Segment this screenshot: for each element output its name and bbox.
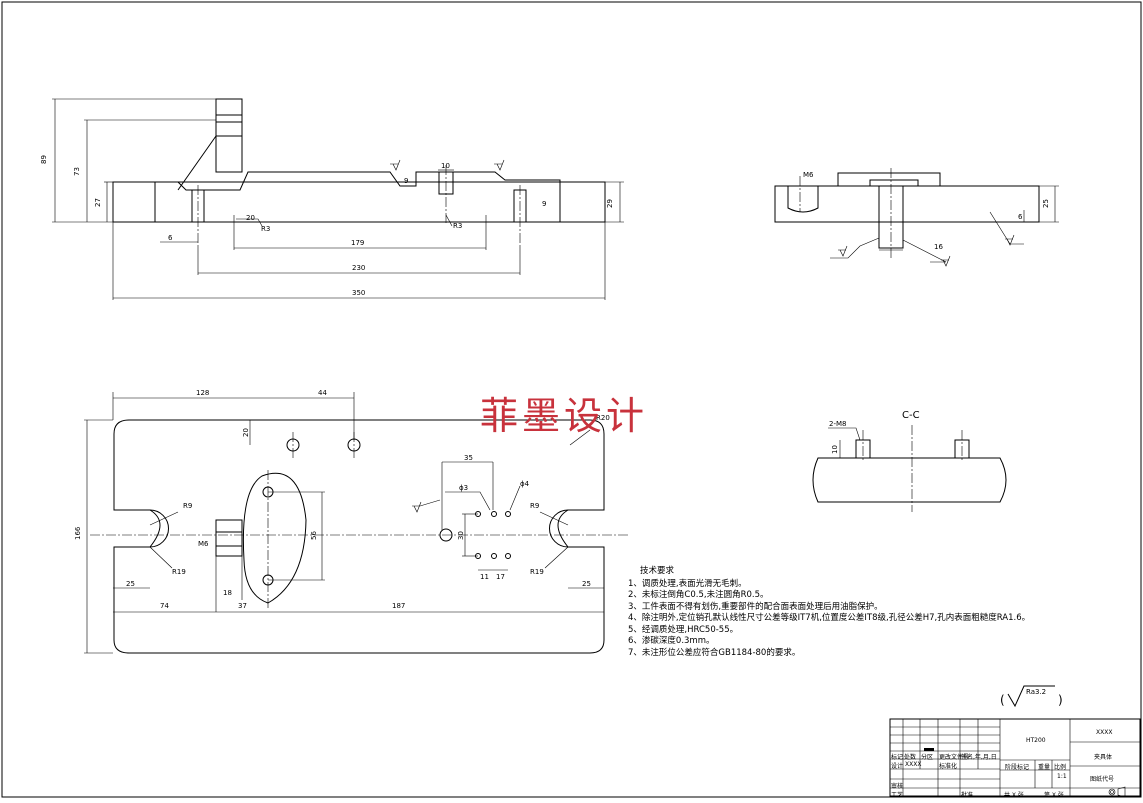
section-c-c: C-C 2-M8 10 bbox=[812, 410, 1007, 512]
roughness-value: Ra3.2 bbox=[1026, 688, 1046, 696]
dim-m6-side: M6 bbox=[803, 171, 814, 179]
dim-30: 30 bbox=[457, 531, 465, 540]
dim-166: 166 bbox=[74, 526, 82, 540]
dim-16-side: 16 bbox=[934, 243, 943, 251]
material: HT200 bbox=[1026, 737, 1046, 744]
tech-item: 2、未标注倒角C0.5,未注圆角R0.5。 bbox=[628, 590, 769, 600]
change-doc-label: 更改文件号 bbox=[939, 754, 970, 761]
dim-74: 74 bbox=[160, 602, 169, 610]
review-label: 审核 bbox=[891, 783, 904, 790]
dim-44: 44 bbox=[318, 389, 327, 397]
dim-r9a: R9 bbox=[183, 502, 192, 510]
process-label: 工艺 bbox=[891, 792, 904, 799]
dim-17: 17 bbox=[496, 573, 505, 581]
dim-18: 18 bbox=[223, 589, 232, 597]
tech-item: 7、未注形位公差应符合GB1184-80的要求。 bbox=[628, 647, 801, 658]
dim-25b: 25 bbox=[582, 580, 591, 588]
dim-29: 29 bbox=[606, 199, 614, 208]
drawing-number: 图纸代号 bbox=[1090, 776, 1115, 783]
dim-r9b: R9 bbox=[530, 502, 539, 510]
roughness-paren-right: ) bbox=[1058, 693, 1063, 707]
dim-6: 6 bbox=[168, 234, 173, 242]
dim-10-section: 10 bbox=[831, 445, 839, 454]
sheets-total: 共 X 张 bbox=[1004, 792, 1024, 799]
title-block-marker bbox=[924, 748, 934, 751]
sign-date-label: 签名,年,月,日 bbox=[961, 754, 997, 761]
dim-56: 56 bbox=[310, 531, 318, 540]
tech-item: 6、渗碳深度0.3mm。 bbox=[628, 636, 715, 646]
tech-item: 1、调质处理,表面光滑无毛刺。 bbox=[628, 578, 747, 589]
part-name: 夹具体 bbox=[1094, 754, 1113, 761]
designer-name: XXXX bbox=[905, 761, 922, 768]
dim-phi3: ϕ3 bbox=[459, 484, 468, 492]
tech-item: 5、经调质处理,HRC50-55。 bbox=[628, 624, 739, 635]
tech-requirements-title: 技术要求 bbox=[640, 566, 675, 576]
front-view: 89 73 27 29 6 179 230 350 10 9 9 R3 R3 2… bbox=[40, 98, 624, 300]
dim-10: 10 bbox=[441, 162, 450, 170]
part-code: XXXX bbox=[1096, 729, 1113, 736]
dim-2-m8: 2-M8 bbox=[829, 420, 846, 428]
dim-128: 128 bbox=[196, 389, 209, 397]
tech-item: 4、除注明外,定位销孔默认线性尺寸公差等级IT7机,位置度公差IT8级,孔径公差… bbox=[628, 613, 1031, 623]
approve-label: 批准 bbox=[961, 792, 974, 799]
mark-label: 标记 bbox=[891, 754, 904, 761]
dim-r19a: R19 bbox=[172, 568, 186, 576]
dim-r19b: R19 bbox=[530, 568, 544, 576]
section-label: C-C bbox=[902, 410, 920, 421]
top-view: 128 44 20 R20 35 ϕ3 ϕ4 R9 R9 56 166 M6 2… bbox=[74, 389, 630, 654]
count-label: 处数 bbox=[904, 754, 917, 761]
dim-20: 20 bbox=[246, 214, 255, 222]
dim-r20: R20 bbox=[596, 414, 610, 422]
tech-item: 3、工件表面不得有划伤,重要部件的配合面表面处理后用油脂保护。 bbox=[628, 601, 883, 612]
roughness-paren-left: ( bbox=[1000, 693, 1005, 707]
dim-6-side: 6 bbox=[1018, 213, 1023, 221]
dim-9a: 9 bbox=[404, 177, 408, 185]
scale: 1:1 bbox=[1057, 773, 1067, 780]
dim-35: 35 bbox=[464, 454, 473, 462]
ratio-label: 比例 bbox=[1054, 764, 1067, 771]
dim-73: 73 bbox=[73, 167, 81, 176]
partition-label: 分区 bbox=[921, 754, 934, 761]
dim-230: 230 bbox=[352, 264, 365, 272]
tech-requirements: 技术要求 1、调质处理,表面光滑无毛刺。 2、未标注倒角C0.5,未注圆角R0.… bbox=[628, 566, 1030, 659]
side-view: M6 25 6 16 bbox=[774, 168, 1059, 267]
dim-187: 187 bbox=[392, 602, 405, 610]
sheet-number: 第 X 张 bbox=[1044, 792, 1064, 799]
stage-mark: 阶段标记 bbox=[1005, 764, 1030, 771]
weight-label: 重量 bbox=[1038, 764, 1051, 771]
dim-9b: 9 bbox=[542, 200, 546, 208]
dim-350: 350 bbox=[352, 289, 365, 297]
roughness-symbol: ( Ra3.2 ) bbox=[1000, 685, 1063, 708]
dim-25-side: 25 bbox=[1042, 199, 1050, 208]
title-block bbox=[889, 718, 1141, 798]
dim-25a: 25 bbox=[126, 580, 135, 588]
dim-m6-top: M6 bbox=[198, 540, 209, 548]
dim-179: 179 bbox=[351, 239, 364, 247]
dim-89: 89 bbox=[40, 155, 48, 164]
standardize-label: 标准化 bbox=[939, 763, 958, 770]
dim-r3b: R3 bbox=[453, 222, 462, 230]
designer-label: 设计 bbox=[891, 763, 904, 770]
dim-phi4: ϕ4 bbox=[520, 480, 530, 488]
dim-20-top: 20 bbox=[242, 428, 250, 437]
dim-r3a: R3 bbox=[261, 225, 270, 233]
dim-27: 27 bbox=[94, 198, 102, 207]
watermark: 菲墨设计 bbox=[480, 394, 649, 438]
dim-37: 37 bbox=[238, 602, 247, 610]
dim-11: 11 bbox=[480, 573, 489, 581]
